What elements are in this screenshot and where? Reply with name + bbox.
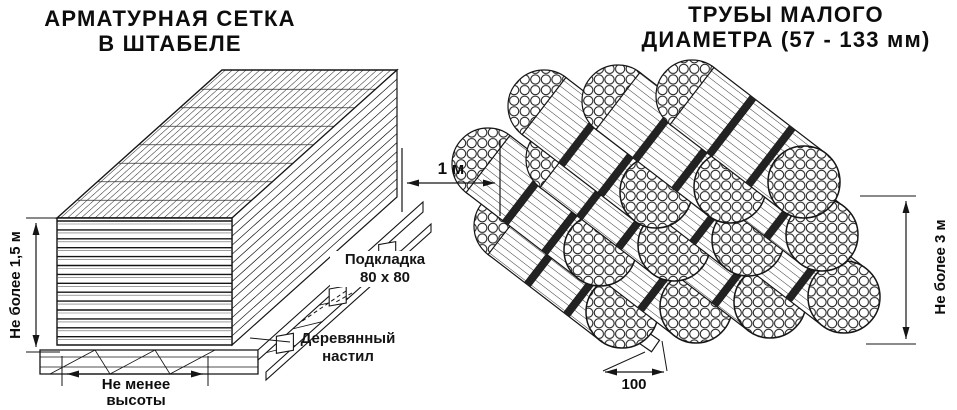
- base-width-line1: Не менее: [101, 376, 171, 393]
- left-title: АРМАТУРНАЯ СЕТКА В ШТАБЕЛЕ: [20, 6, 320, 56]
- dimension-base-width-label: Не менее высоты: [62, 377, 210, 409]
- spacer-label-line1: Подкладка: [344, 251, 426, 268]
- right-title-line1: ТРУБЫ МАЛОГО: [688, 2, 884, 27]
- callout-spacer: Подкладка 80 x 80: [330, 251, 440, 287]
- decking-label-line2: настил: [322, 348, 374, 365]
- right-title: ТРУБЫ МАЛОГО ДИАМЕТРА (57 - 133 мм): [612, 2, 957, 52]
- dimension-left-height-label: Не более 1,5 м: [7, 231, 24, 339]
- decking-label-line1: Деревянный: [300, 330, 396, 347]
- dimension-right-height-label: Не более 3 м: [932, 219, 949, 315]
- base-width-line2: высоты: [106, 392, 166, 409]
- spacer-label-line2: 80 x 80: [359, 269, 411, 286]
- left-title-line1: АРМАТУРНАЯ СЕТКА: [44, 6, 296, 31]
- dimension-gap-label: 1 м: [437, 159, 465, 178]
- left-title-line2: В ШТАБЕЛЕ: [98, 31, 242, 56]
- dimension-runner-width-label: 100: [621, 376, 647, 393]
- right-title-line2: ДИАМЕТРА (57 - 133 мм): [641, 27, 931, 52]
- callout-decking: Деревянный настил: [288, 330, 408, 366]
